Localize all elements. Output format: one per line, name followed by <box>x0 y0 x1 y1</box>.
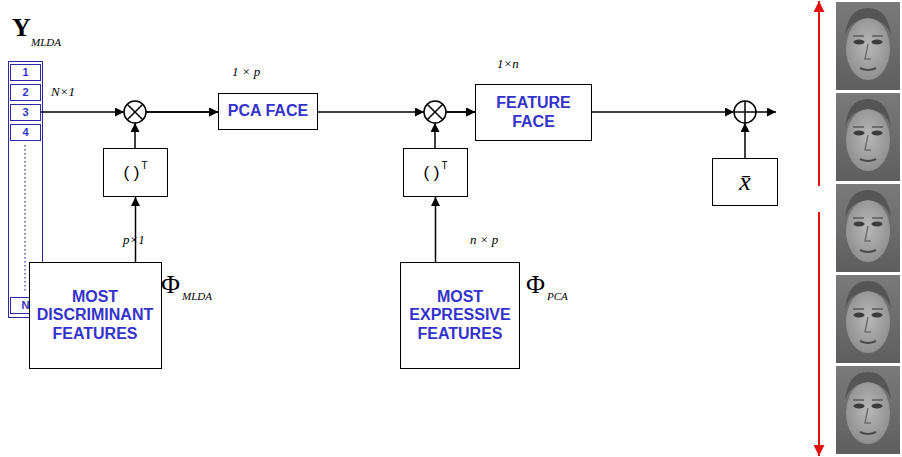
text-group: 4 <box>22 127 28 138</box>
signal-arrow <box>135 112 218 148</box>
connector-segment <box>146 111 218 113</box>
text-group: ( )T <box>123 164 147 181</box>
matrix-symbol: Φ <box>526 270 545 300</box>
text-group: ( )T <box>423 164 447 181</box>
output-arrow <box>756 111 776 113</box>
dimension-label: 1 × p <box>232 64 260 80</box>
text-group: PCA FACE <box>228 102 308 120</box>
process-box: PCA FACE <box>218 93 318 130</box>
signal-arrow <box>435 197 436 262</box>
connector-segment <box>41 111 124 113</box>
multiplier-symbol <box>424 101 446 123</box>
transpose-box: ( )T <box>403 148 468 197</box>
dimension-label: N×1 <box>51 84 75 100</box>
node-text: 4 <box>22 126 28 138</box>
face-image <box>836 2 900 90</box>
text-group: MOST EXPRESSIVE FEATURES <box>406 288 514 343</box>
subscript: MLDA <box>182 290 212 302</box>
connector-segment <box>318 111 424 113</box>
face-image <box>836 93 900 181</box>
connector-segment <box>446 111 475 113</box>
signal-arrow <box>135 197 136 262</box>
superscript: T <box>441 160 447 171</box>
subscript: MLDA <box>31 36 61 48</box>
node-text: x̄ <box>739 167 751 196</box>
mean-box: x̄ <box>712 158 778 206</box>
text-group: x̄ <box>739 169 751 195</box>
superscript: T <box>141 160 147 171</box>
node-text: ( ) <box>123 163 139 182</box>
vector-symbol: Y <box>12 13 31 43</box>
dimension-label: 1×n <box>497 56 519 72</box>
signal-arrow <box>41 112 218 113</box>
text-group: 3 <box>22 107 28 118</box>
node-text: 2 <box>22 86 28 98</box>
text-group: FEATURE FACE <box>481 94 586 131</box>
connector-segment <box>435 197 437 262</box>
node-text: MOST EXPRESSIVE FEATURES <box>409 288 510 342</box>
node-text: 3 <box>22 106 28 118</box>
text-group: 1 <box>22 67 28 78</box>
signal-wire <box>744 123 746 158</box>
node-text: ( ) <box>423 163 439 182</box>
signal-wire <box>590 111 734 113</box>
connector-segment <box>134 123 136 148</box>
node-text: 1 <box>22 66 28 78</box>
connector-segment <box>146 111 218 113</box>
node-text: PCA FACE <box>228 102 308 119</box>
vector-cell: 1 <box>10 64 41 81</box>
range-arrow <box>818 1 820 186</box>
text-group: MOST DISCRIMINANT FEATURES <box>35 288 156 343</box>
process-box: FEATURE FACE <box>475 84 592 141</box>
vector-cell: 4 <box>10 124 41 141</box>
vector-cell: 2 <box>10 84 41 101</box>
face-image <box>836 275 900 363</box>
adder-symbol <box>734 101 756 123</box>
subscript: PCA <box>547 290 568 302</box>
multiplier-symbol <box>124 101 146 123</box>
face-image <box>836 366 900 454</box>
ellipsis-dots <box>24 145 25 292</box>
connector-segment <box>434 123 436 148</box>
node-text: FEATURE FACE <box>496 94 570 129</box>
matrix-symbol: Φ <box>161 270 180 300</box>
vector-cell: 3 <box>10 104 41 121</box>
face-image <box>836 184 900 272</box>
dimension-label: p×1 <box>123 232 145 248</box>
range-arrow <box>818 212 820 456</box>
transpose-box: ( )T <box>103 148 168 197</box>
node-text: MOST DISCRIMINANT FEATURES <box>37 288 153 342</box>
feature-box: MOST DISCRIMINANT FEATURES <box>29 262 162 369</box>
dimension-label: n × p <box>470 232 498 248</box>
signal-arrow <box>318 112 475 113</box>
connector-segment <box>135 197 137 262</box>
connector-segment <box>446 111 475 113</box>
feature-box: MOST EXPRESSIVE FEATURES <box>400 262 520 369</box>
text-group: 2 <box>22 87 28 98</box>
signal-arrow <box>435 112 475 148</box>
